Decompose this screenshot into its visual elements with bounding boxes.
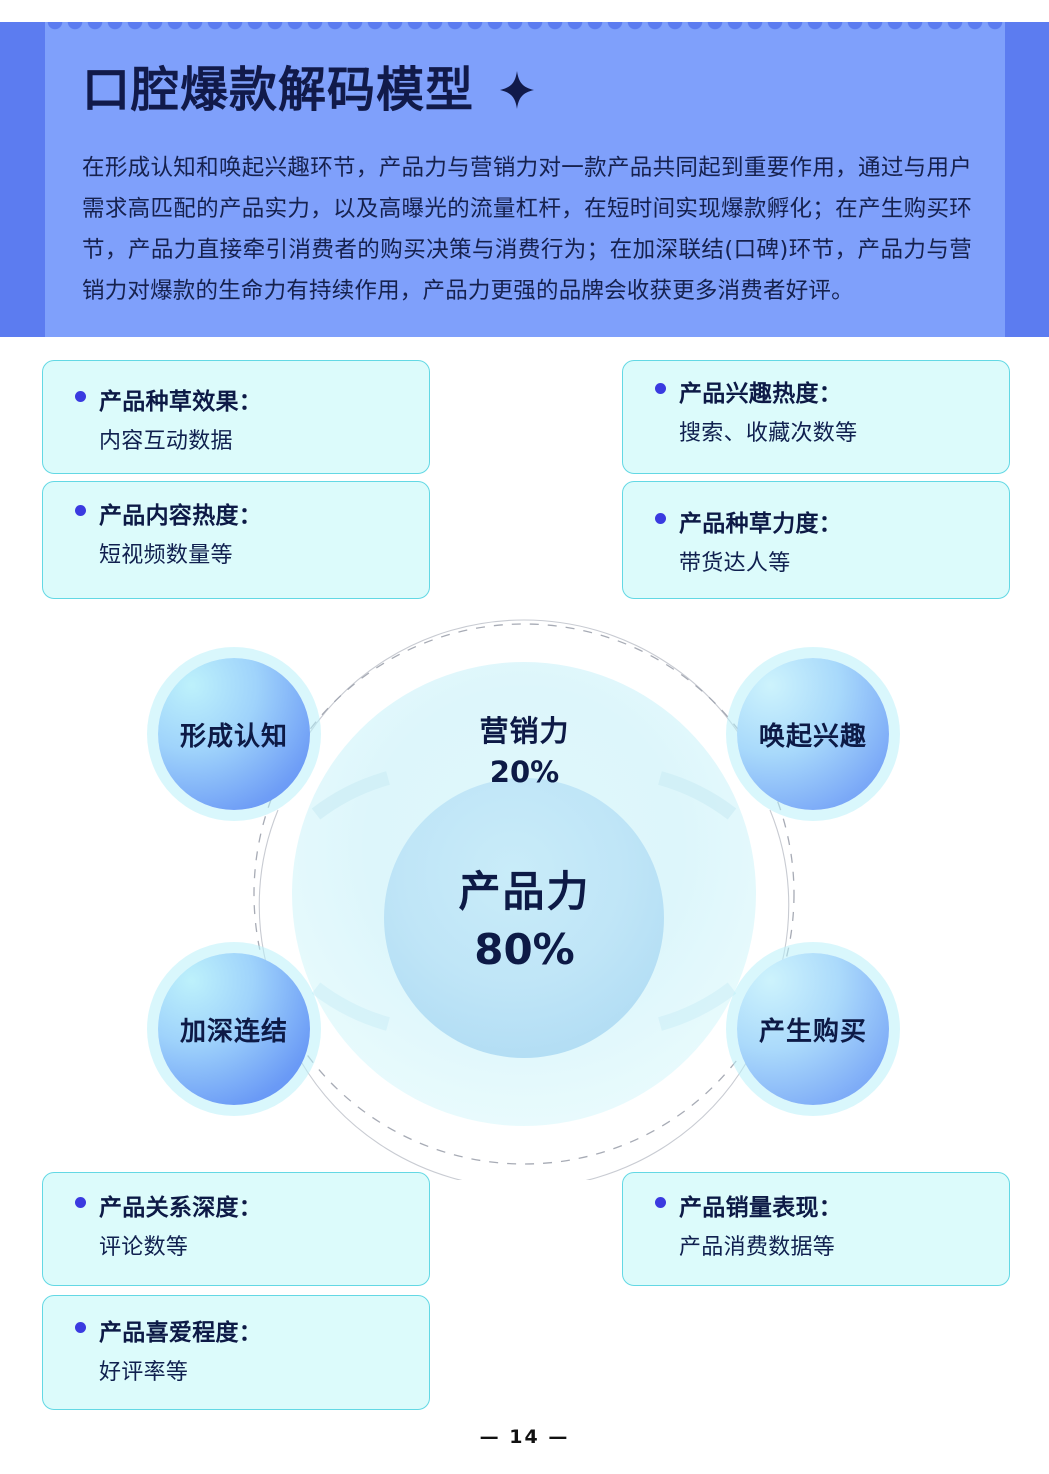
card-subtitle: 好评率等	[99, 1360, 189, 1385]
page-number: — 14 —	[479, 1426, 570, 1448]
card-title: 产品内容热度：	[99, 503, 263, 529]
stage-node-label: 加深连结	[179, 1016, 288, 1047]
stage-node-awareness[interactable]: 形成认知	[158, 658, 310, 810]
stage-node-label: 形成认知	[179, 721, 288, 752]
bullet-dot-icon	[655, 1197, 666, 1208]
bullet-dot-icon	[75, 1197, 86, 1208]
card-title: 产品喜爱程度：	[99, 1320, 263, 1346]
bullet-dot-icon	[655, 383, 666, 394]
outer-dashed-circle	[253, 623, 795, 1165]
card-title: 产品种草力度：	[679, 511, 843, 537]
card-title-row: 产品销量表现：	[655, 1197, 1009, 1220]
product-power-circle	[384, 778, 664, 1058]
page-title: 口腔爆款解码模型	[82, 62, 475, 118]
card-title-row: 产品喜爱程度：	[75, 1322, 429, 1345]
card-title: 产品销量表现：	[679, 1195, 843, 1221]
card-title-row: 产品兴趣热度：	[655, 383, 1009, 406]
card-product-relationship-depth: 产品关系深度： 评论数等	[42, 1172, 430, 1286]
product-power-value: 80%	[474, 925, 575, 974]
header-scallop-edge	[45, 22, 1005, 36]
card-subtitle: 带货达人等	[679, 551, 791, 576]
bullet-dot-icon	[75, 391, 86, 402]
card-title-row: 产品关系深度：	[75, 1197, 429, 1220]
title-row: 口腔爆款解码模型	[82, 62, 535, 118]
marketing-power-value: 20%	[489, 755, 560, 789]
card-title: 产品关系深度：	[99, 1195, 263, 1221]
card-subtitle: 产品消费数据等	[679, 1235, 836, 1260]
card-subtitle: 评论数等	[99, 1235, 189, 1260]
card-product-sales-performance: 产品销量表现： 产品消费数据等	[622, 1172, 1010, 1286]
card-title-row: 产品内容热度：	[75, 505, 429, 528]
bullet-dot-icon	[75, 1322, 86, 1333]
sparkle-icon	[500, 71, 535, 109]
stage-node-label: 唤起兴趣	[758, 721, 867, 752]
card-subtitle: 短视频数量等	[99, 543, 233, 568]
intro-paragraph: 在形成认知和唤起兴趣环节，产品力与营销力对一款产品共同起到重要作用，通过与用户需…	[82, 155, 972, 304]
product-power-name: 产品力	[458, 867, 591, 916]
card-subtitle: 搜索、收藏次数等	[679, 421, 858, 446]
stage-node-purchase[interactable]: 产生购买	[737, 953, 889, 1105]
stage-node-interest[interactable]: 唤起兴趣	[737, 658, 889, 810]
product-power-label: 产品力 80%	[0, 858, 1049, 974]
card-title-row: 产品种草效果：	[75, 391, 429, 414]
card-product-content-heat: 产品内容热度： 短视频数量等	[42, 481, 430, 599]
stage-node-deepen-connection[interactable]: 加深连结	[158, 953, 310, 1105]
card-product-interest-heat: 产品兴趣热度： 搜索、收藏次数等	[622, 360, 1010, 474]
card-product-affection-level: 产品喜爱程度： 好评率等	[42, 1295, 430, 1410]
card-product-seeding-effect: 产品种草效果： 内容互动数据	[42, 360, 430, 474]
card-subtitle: 内容互动数据	[99, 429, 233, 454]
marketing-power-label: 营销力 20%	[0, 708, 1049, 789]
card-title-row: 产品种草力度：	[655, 513, 1009, 536]
marketing-power-name: 营销力	[479, 714, 570, 748]
card-title: 产品兴趣热度：	[679, 381, 843, 407]
bullet-dot-icon	[655, 513, 666, 524]
bullet-dot-icon	[75, 505, 86, 516]
card-title: 产品种草效果：	[99, 389, 263, 415]
card-product-seeding-strength: 产品种草力度： 带货达人等	[622, 481, 1010, 599]
stage-node-label: 产生购买	[758, 1016, 867, 1047]
header-panel	[45, 22, 1005, 337]
circular-model-diagram: 营销力 20% 产品力 80% 形成认知 唤起兴趣 加深连结 产生购买	[0, 600, 1049, 1180]
